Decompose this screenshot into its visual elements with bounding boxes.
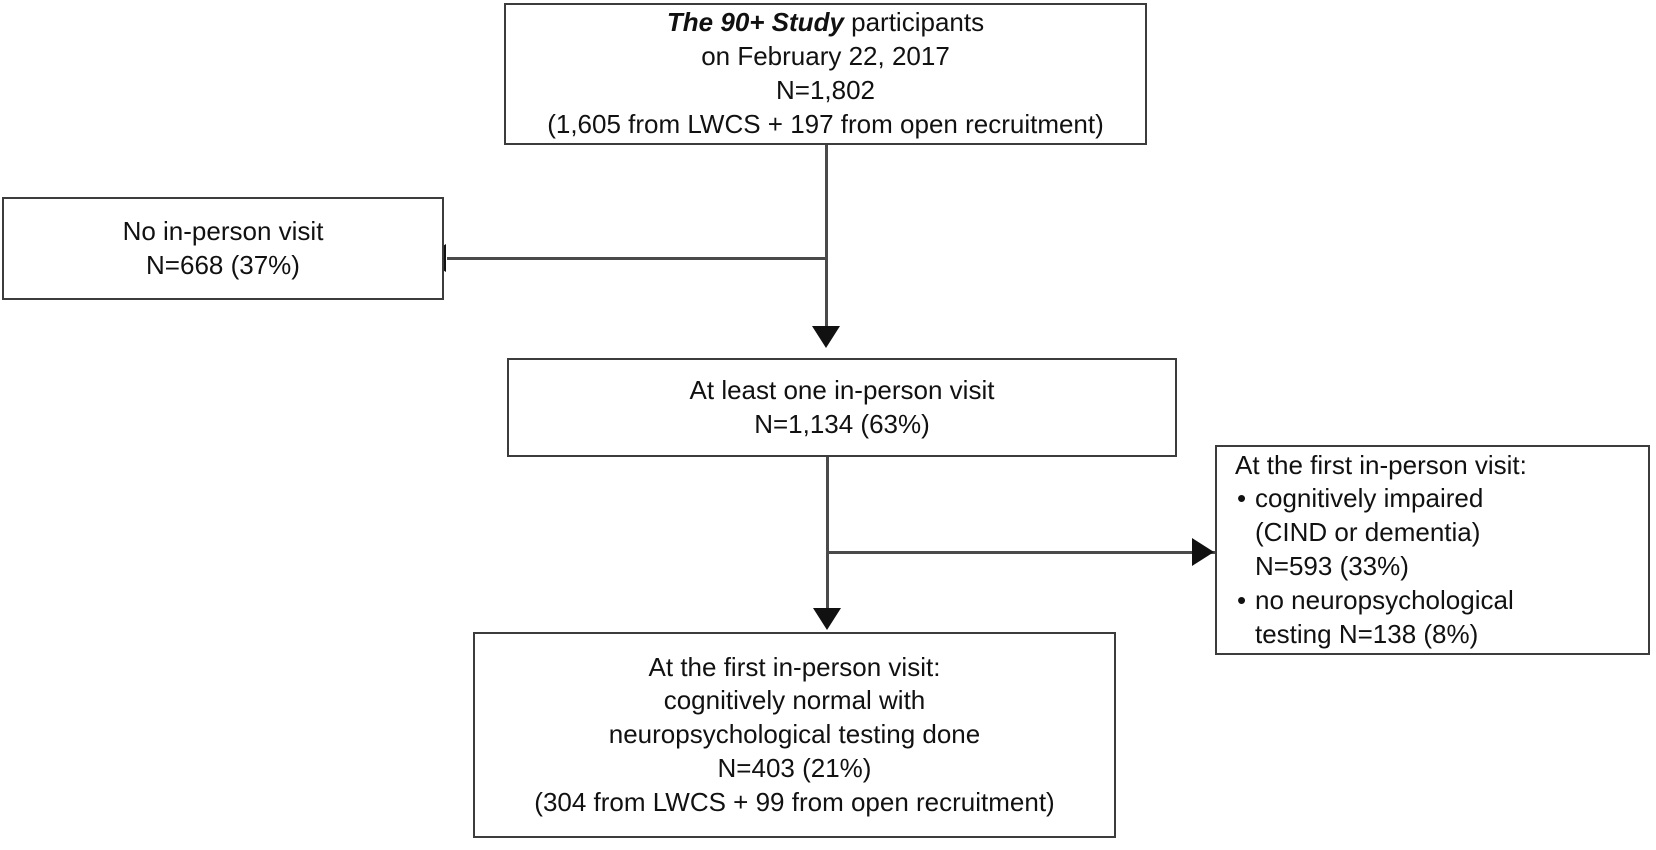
flow-node-no-in-person-visit: No in-person visit N=668 (37%) bbox=[2, 197, 444, 300]
flow-node-cognitively-normal-tested: At the first in-person visit: cognitivel… bbox=[473, 632, 1116, 838]
node-heading: At the first in-person visit: bbox=[1235, 449, 1527, 480]
node-line: At least one in-person visit bbox=[689, 374, 995, 405]
flow-node-excluded-at-first-visit: At the first in-person visit: • cognitive… bbox=[1215, 445, 1650, 655]
list-item: N=593 (33%) bbox=[1235, 550, 1514, 584]
node-line: on February 22, 2017 bbox=[701, 41, 950, 72]
arrowhead-down-icon bbox=[812, 326, 840, 348]
node-line: N=668 (37%) bbox=[146, 249, 300, 280]
list-item-label: cognitively impaired bbox=[1255, 483, 1484, 514]
connector-middle-to-right bbox=[827, 551, 1217, 554]
node-line: (1,605 from LWCS + 197 from open recruit… bbox=[547, 108, 1104, 139]
node-line: The 90+ Study participants bbox=[667, 6, 984, 40]
bullet-dot-icon: • bbox=[1237, 483, 1247, 514]
list-item-label: N=593 (33%) bbox=[1255, 551, 1409, 581]
node-line: (304 from LWCS + 99 from open recruitmen… bbox=[534, 786, 1055, 817]
list-item-label: testing N=138 (8%) bbox=[1255, 618, 1479, 649]
connector-top-to-middle bbox=[825, 145, 828, 343]
connector-middle-to-bottom bbox=[826, 457, 829, 625]
node-line: At the first in-person visit: bbox=[648, 651, 941, 682]
node-line: No in-person visit bbox=[122, 215, 324, 246]
node-line: N=1,134 (63%) bbox=[754, 408, 930, 439]
flow-node-at-least-one-visit: At least one in-person visit N=1,134 (63… bbox=[507, 358, 1177, 457]
bullet-dot-icon: • bbox=[1237, 584, 1247, 615]
study-name-emphasis: The 90+ Study bbox=[666, 7, 844, 38]
node-line: neuropsychological testing done bbox=[608, 719, 981, 750]
list-item: testing N=138 (8%) bbox=[1235, 618, 1514, 652]
arrowhead-right-icon bbox=[1192, 538, 1214, 566]
study-name-rest: participants bbox=[843, 7, 985, 38]
flow-node-study-participants: The 90+ Study participants on February 2… bbox=[504, 3, 1147, 145]
list-item: (CIND or dementia) bbox=[1235, 516, 1514, 550]
node-line: cognitively normal with bbox=[663, 685, 926, 716]
list-item: • no neuropsychological bbox=[1235, 584, 1514, 618]
list-item-label: (CIND or dementia) bbox=[1255, 517, 1481, 548]
list-item-label: no neuropsychological bbox=[1255, 584, 1514, 615]
node-line: N=403 (21%) bbox=[717, 752, 872, 783]
list-item: • cognitively impaired bbox=[1235, 482, 1514, 516]
exclusion-bullet-list: • cognitively impaired (CIND or dementia)… bbox=[1235, 482, 1514, 651]
connector-top-to-left bbox=[447, 257, 827, 260]
node-line: N=1,802 bbox=[775, 75, 876, 105]
arrowhead-down-icon bbox=[813, 608, 841, 630]
